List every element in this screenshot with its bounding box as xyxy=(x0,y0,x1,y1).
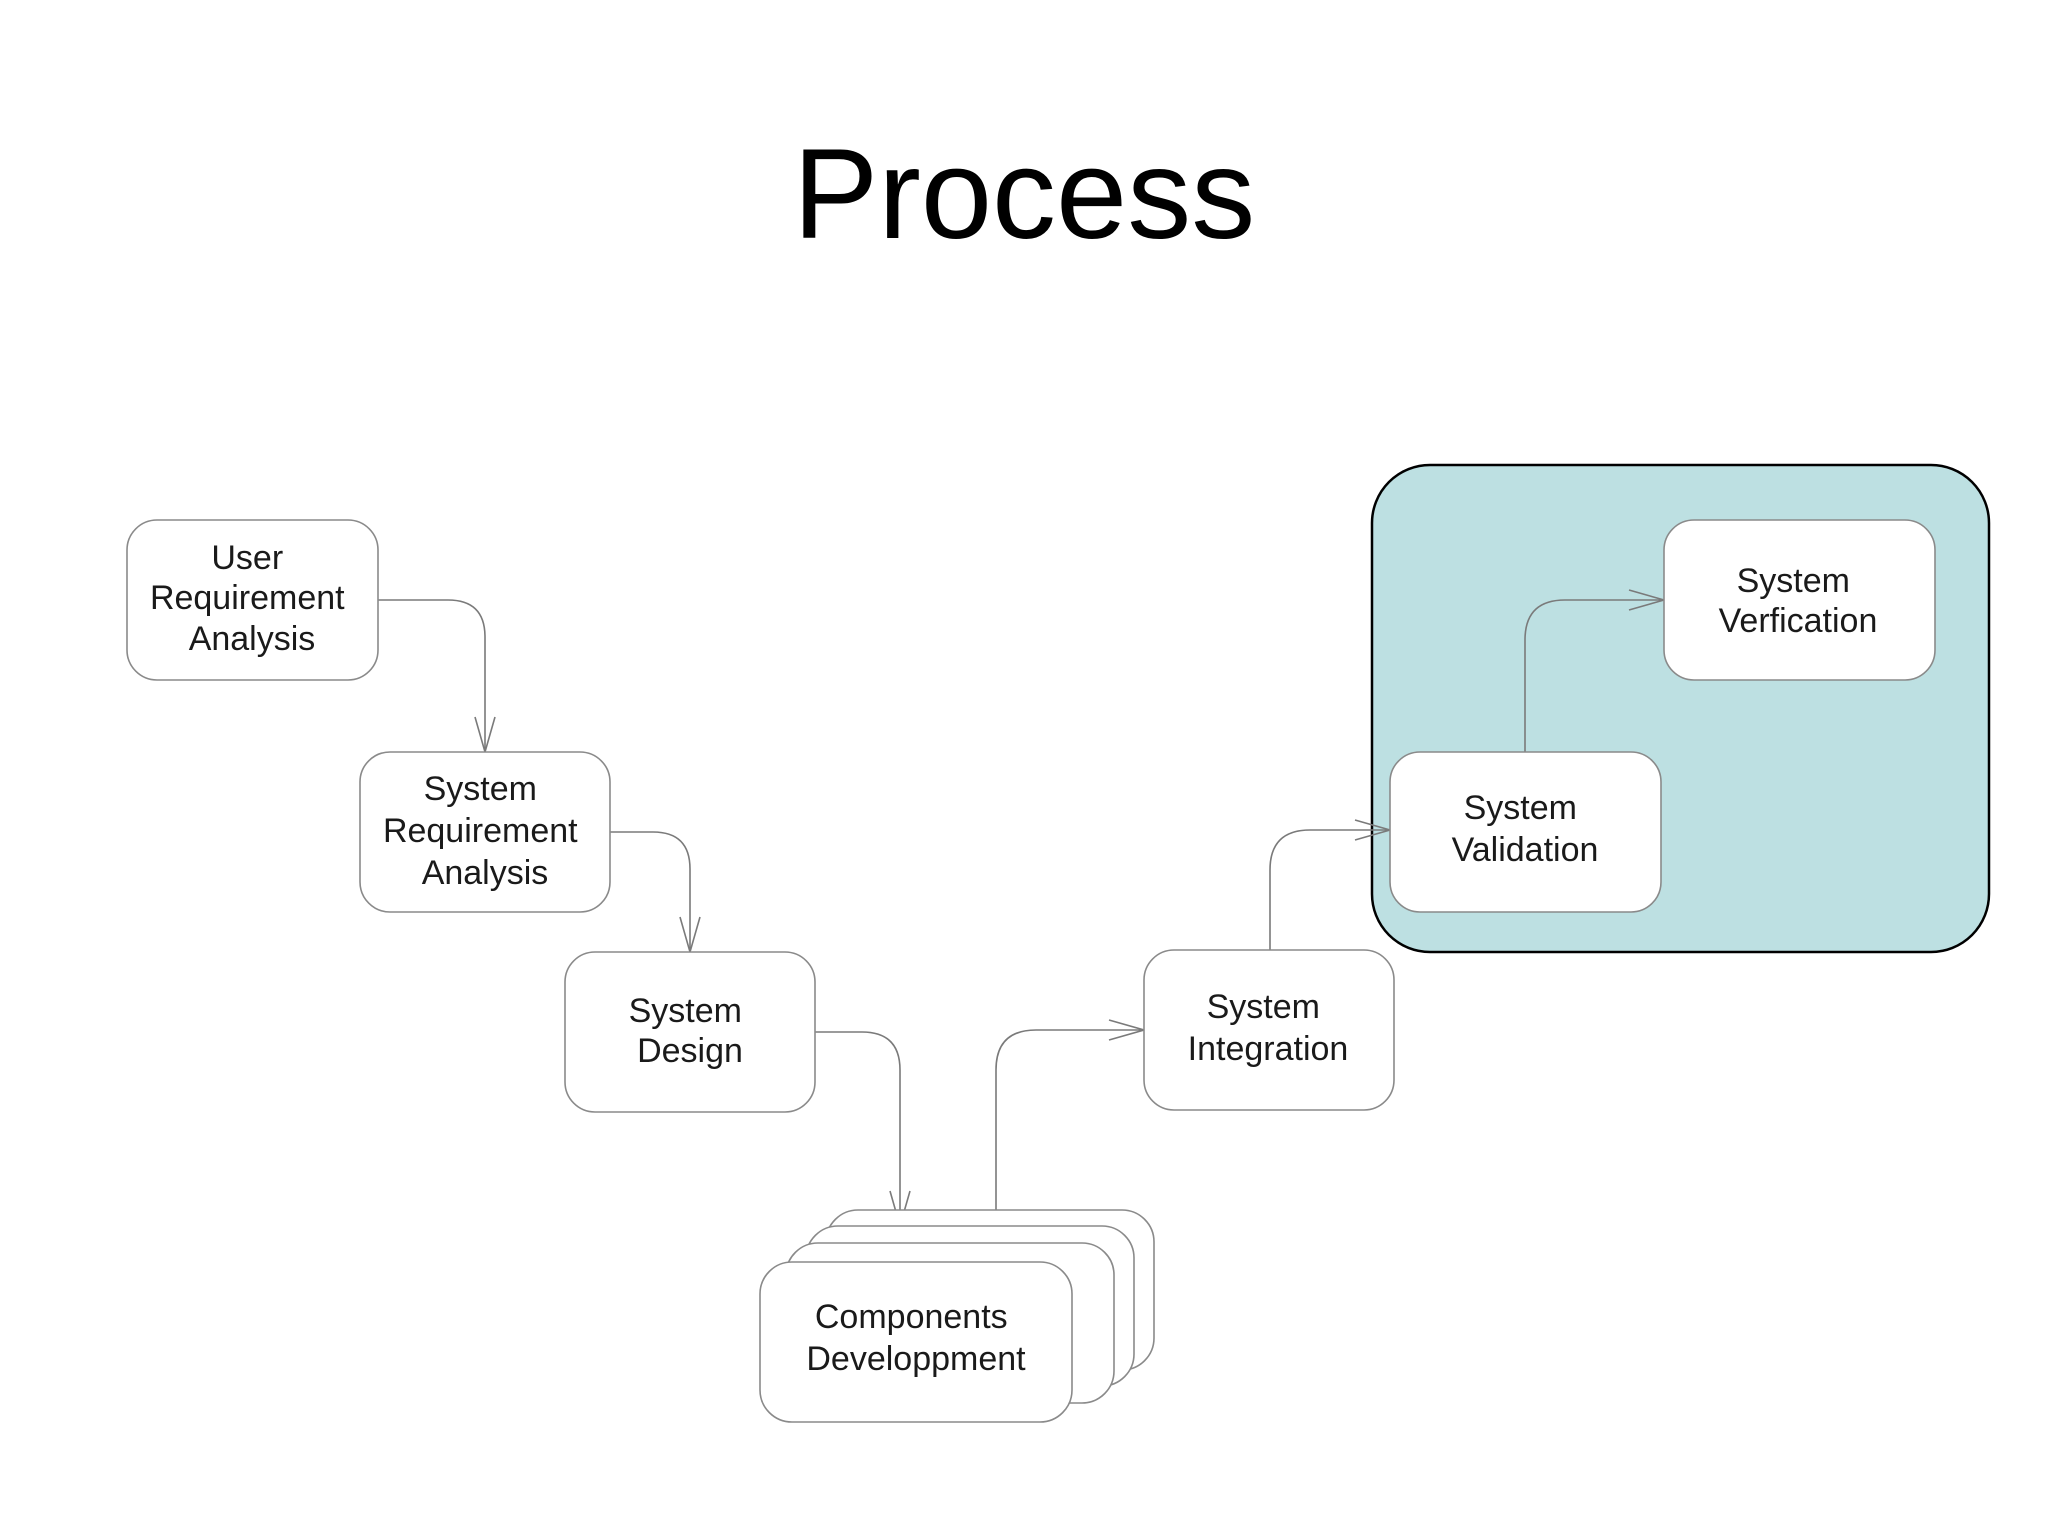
svg-text:System Validation: System Validation xyxy=(1452,789,1599,869)
node-label-line: Validation xyxy=(1452,831,1599,869)
node-label-line: System xyxy=(1207,988,1320,1026)
connector-user-to-system-requirement xyxy=(378,599,486,752)
node-label-line: Verfication xyxy=(1719,602,1878,640)
stack-layer-front xyxy=(759,1261,1073,1423)
node-label-line: Integration xyxy=(1188,1030,1349,1068)
node-label-line: Components xyxy=(815,1298,1008,1336)
connector-components-to-integration xyxy=(995,1029,1144,1262)
svg-text:System Integration: System Integration xyxy=(1188,988,1349,1068)
node-components-developpment: Components Developpment xyxy=(759,1209,1155,1423)
svg-text:System Verfication: System Verfication xyxy=(1719,562,1878,640)
node-label-line: Analysis xyxy=(422,854,549,892)
node-system-design: System Design xyxy=(564,951,816,1113)
node-system-validation: System Validation xyxy=(1389,751,1662,913)
slide-title: Process xyxy=(792,123,1256,266)
node-label-line: User xyxy=(211,539,283,577)
node-label-line: System xyxy=(629,992,742,1030)
node-system-integration: System Integration xyxy=(1143,949,1395,1111)
node-label-line: Developpment xyxy=(806,1340,1026,1378)
node-label-line: Requirement xyxy=(150,579,345,617)
connector-integration-to-validation xyxy=(1269,829,1390,950)
svg-text:User Requirement A: User Requirement Analysis xyxy=(150,539,354,658)
svg-text:System Requirement: System Requirement Analysis xyxy=(383,770,587,892)
node-label-line: Analysis xyxy=(189,620,316,658)
node-system-verfication: System Verfication xyxy=(1663,519,1936,681)
node-user-requirement-analysis: User Requirement Analysis xyxy=(126,519,379,681)
node-label-line: System xyxy=(1464,789,1577,827)
node-system-requirement-analysis: System Requirement Analysis xyxy=(359,751,611,913)
node-label-line: Design xyxy=(637,1032,743,1070)
node-label-line: System xyxy=(1737,562,1850,600)
svg-text:System Design: System Design xyxy=(629,992,752,1070)
node-label-line: Requirement xyxy=(383,812,578,850)
connector-validation-to-verification xyxy=(1524,599,1664,752)
svg-text:Components Developpment: Components Developpment xyxy=(806,1298,1026,1378)
node-label-line: System xyxy=(424,770,537,808)
connector-system-requirement-to-design xyxy=(610,831,691,952)
connector-design-to-components xyxy=(815,1031,901,1226)
